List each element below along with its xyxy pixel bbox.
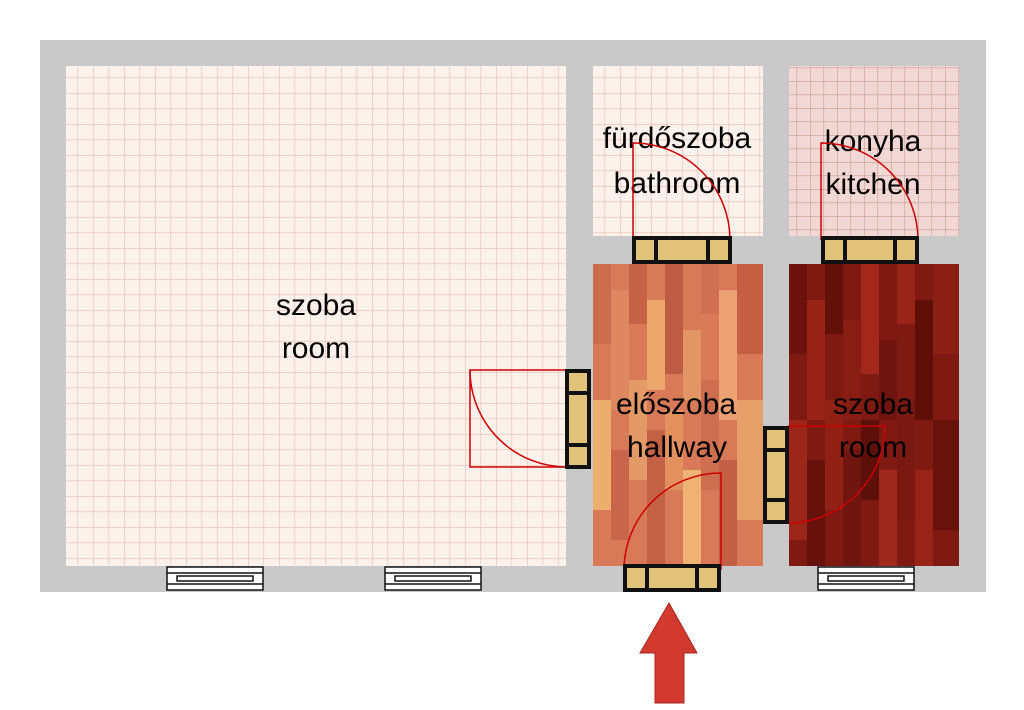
- room-bedroom[interactable]: szoba room: [789, 264, 959, 566]
- room-label-hu: fürdőszoba: [603, 122, 752, 155]
- room-label-en: kitchen: [825, 168, 920, 201]
- room-bathroom[interactable]: fürdőszoba bathroom: [593, 66, 763, 236]
- window-icon: [817, 566, 915, 591]
- door-swing-bedroom: [787, 425, 886, 524]
- windows: [166, 566, 915, 591]
- door-swing-bathroom: [632, 142, 731, 241]
- living-floor: [66, 66, 566, 566]
- doors: [565, 236, 919, 592]
- door-swing-living: [469, 369, 567, 468]
- room-label-hu: szoba: [276, 289, 356, 322]
- room-label-en: hallway: [627, 431, 727, 464]
- hallway-wood-planks: [593, 264, 763, 566]
- room-hallway[interactable]: előszoba hallway: [593, 264, 763, 566]
- door-icon[interactable]: [565, 369, 591, 469]
- door-swing-entrance: [623, 472, 722, 571]
- room-label-en: room: [839, 431, 907, 464]
- window-icon: [166, 566, 264, 591]
- door-swing-kitchen: [820, 142, 919, 241]
- entrance-arrow-icon: [639, 601, 698, 704]
- room-label-hu: előszoba: [616, 388, 736, 421]
- door-swing-living-arc: [469, 369, 568, 468]
- bathroom-floor: [593, 66, 763, 236]
- room-living[interactable]: szoba room: [66, 66, 566, 566]
- door-swings: [469, 142, 919, 571]
- room-kitchen[interactable]: konyha kitchen: [789, 66, 959, 236]
- door-icon[interactable]: [821, 236, 919, 264]
- room-label-hu: szoba: [833, 388, 913, 421]
- bedroom-wood-planks: [789, 264, 959, 566]
- door-icon[interactable]: [632, 236, 732, 264]
- room-label-en: room: [282, 332, 350, 365]
- room-label-hu: konyha: [825, 125, 922, 158]
- window-icon: [384, 566, 482, 591]
- door-icon[interactable]: [763, 426, 789, 524]
- door-icon[interactable]: [623, 564, 721, 592]
- kitchen-floor: [789, 66, 959, 236]
